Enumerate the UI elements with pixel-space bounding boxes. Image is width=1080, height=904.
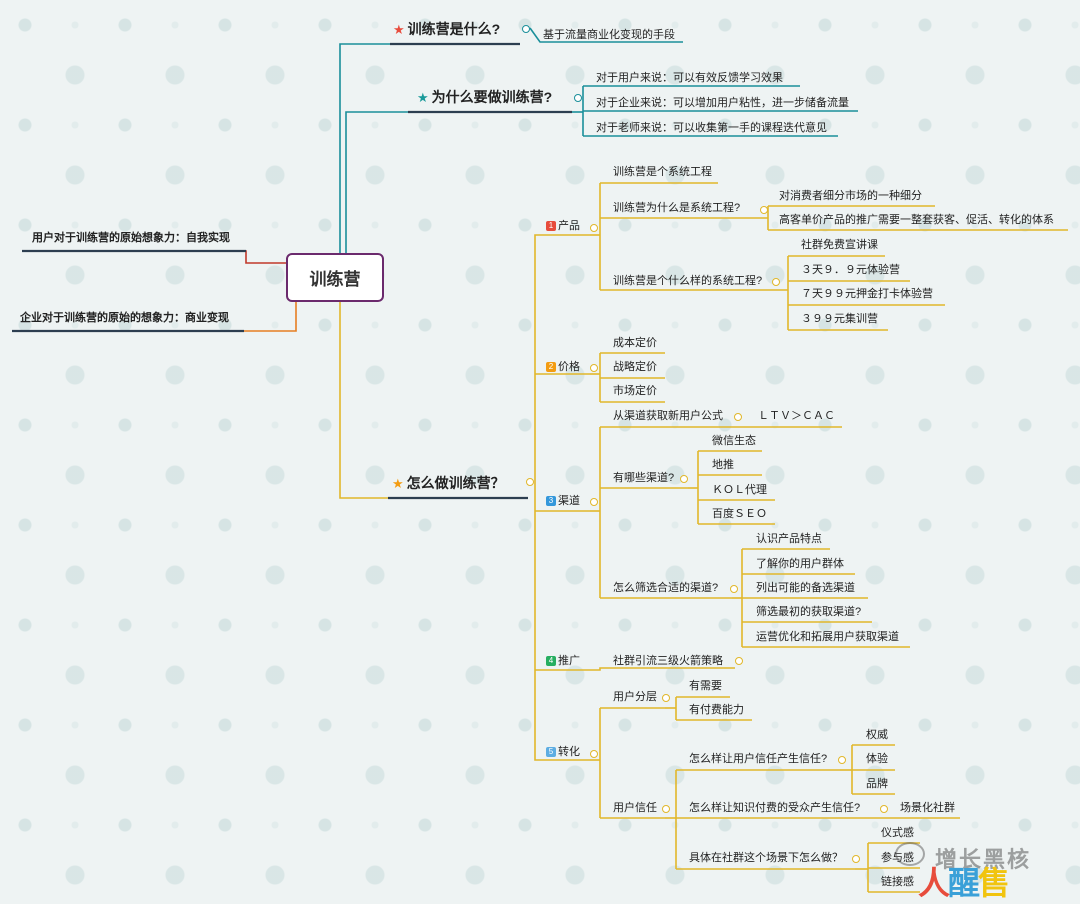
watermark-top: 增长黑核	[935, 847, 1032, 872]
channel-item[interactable]: 有哪些渠道?	[613, 472, 675, 484]
collapse-toggle[interactable]	[772, 278, 780, 286]
convert-leaf[interactable]: 场景化社群	[900, 802, 955, 814]
channel-subitem[interactable]: 列出可能的备选渠道	[756, 582, 855, 594]
watermark-logo: 人醒售	[918, 865, 1010, 901]
collapse-toggle[interactable]	[880, 805, 888, 813]
channel-item[interactable]: 怎么筛选合适的渠道?	[613, 582, 719, 594]
left-node-company[interactable]: 企业对于训练营的原始的想象力：商业变现	[20, 312, 229, 324]
connector-left-user	[22, 250, 286, 264]
collapse-toggle[interactable]	[590, 498, 598, 506]
why-item[interactable]: 对于老师来说：可以收集第一手的课程迭代意见	[596, 122, 827, 134]
convert-leaf[interactable]: 体验	[866, 753, 888, 765]
collapse-toggle[interactable]	[590, 750, 598, 758]
channel-subitem[interactable]: 地推	[712, 459, 734, 471]
priority-3-icon: 3	[546, 496, 556, 506]
collapse-toggle[interactable]	[730, 585, 738, 593]
priority-4-icon: 4	[546, 656, 556, 666]
convert-subitem[interactable]: 怎么样让知识付费的受众产生信任?	[689, 802, 861, 814]
price-item[interactable]: 成本定价	[613, 337, 657, 349]
connector-what-answer	[529, 27, 683, 43]
channel-subitem[interactable]: 微信生态	[712, 435, 756, 447]
collapse-toggle[interactable]	[662, 805, 670, 813]
product-subitem[interactable]: 社群免费宣讲课	[801, 239, 878, 251]
convert-leaf[interactable]: 链接感	[881, 876, 914, 888]
collapse-toggle[interactable]	[852, 855, 860, 863]
collapse-toggle[interactable]	[838, 756, 846, 764]
priority-1-icon: 1	[546, 221, 556, 231]
collapse-toggle[interactable]	[574, 94, 582, 102]
chat-bubble-icon	[895, 842, 925, 866]
node-how[interactable]: ★怎么做训练营？	[392, 475, 505, 491]
product-item[interactable]: 训练营是个系统工程	[613, 166, 712, 178]
channel-subitem[interactable]: 了解你的用户群体	[756, 558, 844, 570]
star-icon: ★	[393, 22, 405, 37]
collapse-toggle[interactable]	[522, 25, 530, 33]
root-node[interactable]: 训练营	[286, 253, 384, 302]
connector-how	[339, 298, 528, 499]
collapse-toggle[interactable]	[680, 475, 688, 483]
star-icon: ★	[392, 476, 404, 491]
channel-subitem[interactable]: 认识产品特点	[756, 533, 822, 545]
collapse-toggle[interactable]	[590, 364, 598, 372]
collapse-toggle[interactable]	[590, 224, 598, 232]
convert-subitem[interactable]: 怎么样让用户信任产生信任?	[689, 753, 828, 765]
convert-leaf[interactable]: 权威	[866, 729, 888, 741]
star-icon: ★	[417, 90, 429, 105]
product-subitem[interactable]: 对消费者细分市场的一种细分	[779, 190, 922, 202]
priority-5-icon: 5	[546, 747, 556, 757]
priority-2-icon: 2	[546, 362, 556, 372]
product-subitem[interactable]: 高客单价产品的推广需要一整套获客、促活、转化的体系	[779, 214, 1054, 226]
node-what-answer[interactable]: 基于流量商业化变现的手段	[543, 29, 675, 41]
node-what[interactable]: ★训练营是什么?	[393, 21, 501, 37]
connector-why	[345, 111, 572, 253]
collapse-toggle[interactable]	[662, 694, 670, 702]
left-node-user[interactable]: 用户对于训练营的原始想象力：自我实现	[32, 232, 230, 244]
product-subitem[interactable]: ７天９９元押金打卡体验营	[801, 288, 933, 300]
connector-what	[339, 43, 520, 253]
price-item[interactable]: 市场定价	[613, 385, 657, 397]
root-label: 训练营	[309, 270, 361, 289]
collapse-toggle[interactable]	[526, 478, 534, 486]
channel-subitem[interactable]: 筛选最初的获取渠道?	[756, 606, 862, 618]
channel-subitem[interactable]: 运营优化和拓展用户获取渠道	[756, 631, 899, 643]
product-subitem[interactable]: ３天９．９元体验营	[801, 264, 900, 276]
convert-leaf[interactable]: 品牌	[866, 778, 888, 790]
promo-item[interactable]: 社群引流三级火箭策略	[613, 655, 723, 667]
convert-subitem[interactable]: 有需要	[689, 680, 722, 692]
product-subitem[interactable]: ３９９元集训营	[801, 313, 878, 325]
convert-subitem[interactable]: 具体在社群这个场景下怎么做？	[689, 852, 843, 864]
convert-item[interactable]: 用户信任	[613, 802, 657, 814]
channel-item[interactable]: 从渠道获取新用户公式	[613, 410, 723, 422]
convert-item[interactable]: 用户分层	[613, 691, 657, 703]
price-item[interactable]: 战略定价	[613, 361, 657, 373]
why-item[interactable]: 对于用户来说：可以有效反馈学习效果	[596, 72, 783, 84]
collapse-toggle[interactable]	[760, 206, 768, 214]
collapse-toggle[interactable]	[735, 657, 743, 665]
product-item[interactable]: 训练营是个什么样的系统工程?	[613, 275, 763, 287]
convert-subitem[interactable]: 有付费能力	[689, 704, 744, 716]
convert-leaf[interactable]: 仪式感	[881, 827, 914, 839]
collapse-toggle[interactable]	[734, 413, 742, 421]
why-item[interactable]: 对于企业来说：可以增加用户粘性，进一步储备流量	[596, 97, 849, 109]
channel-subitem[interactable]: 百度ＳＥＯ	[712, 508, 767, 520]
product-item[interactable]: 训练营为什么是系统工程?	[613, 202, 741, 214]
channel-formula-value[interactable]: ＬＴＶ＞ＣＡＣ	[758, 410, 835, 422]
node-why[interactable]: ★为什么要做训练营?	[417, 89, 553, 105]
channel-subitem[interactable]: ＫＯＬ代理	[712, 484, 767, 496]
